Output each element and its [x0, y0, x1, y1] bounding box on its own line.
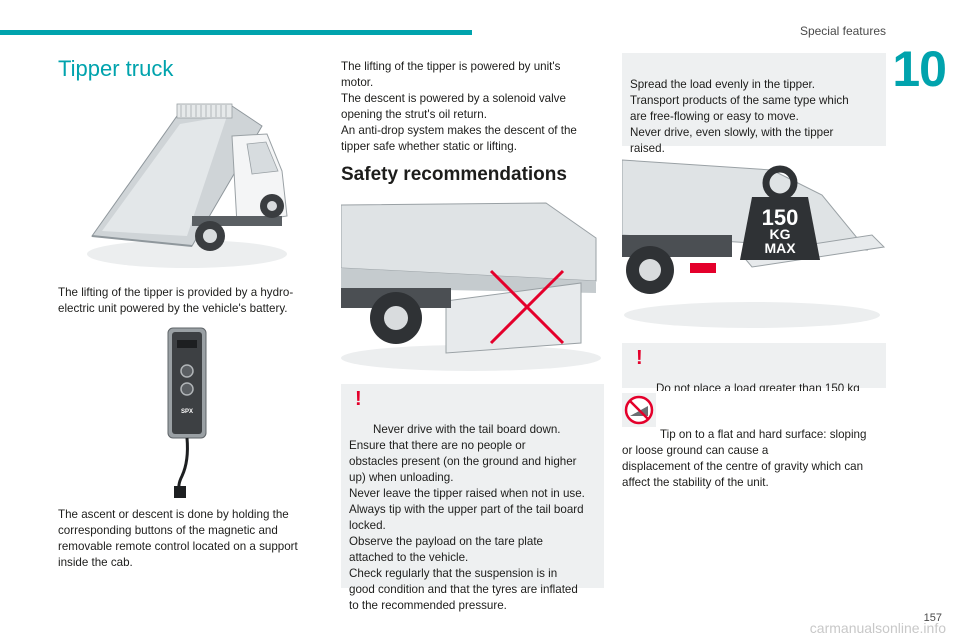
page-number: 157	[923, 612, 942, 624]
slope-warning-icon	[622, 393, 656, 427]
header-accent-bar	[0, 30, 472, 35]
weight-unit: KG	[770, 226, 791, 242]
tipper-truck-illustration	[82, 96, 292, 271]
load-advice-text: Spread the load evenly in the tipper. Tr…	[630, 78, 849, 155]
tail-board-down-illustration	[341, 193, 604, 373]
tipper-intro-text: The lifting of the tipper is provided by…	[58, 286, 294, 315]
watermark: carmanualsonline.info	[809, 620, 946, 636]
safety-warning-box: ! Never drive with the tail board down. …	[341, 384, 604, 612]
weight-max-label: MAX	[764, 240, 796, 256]
tail-board-load-illustration: 150 KG MAX	[622, 155, 886, 330]
safety-warning-text: Never drive with the tail board down. En…	[349, 423, 585, 612]
page-title: Tipper truck	[58, 56, 174, 81]
surface-info-box: Tip on to a flat and hard surface: slopi…	[622, 391, 886, 489]
remote-control-illustration: SPX	[167, 327, 207, 498]
safety-heading: Safety recommendations	[341, 164, 567, 185]
surface-info-text: Tip on to a flat and hard surface: slopi…	[622, 428, 867, 489]
remote-brand-label: SPX	[181, 409, 193, 415]
chapter-number: 10	[892, 41, 947, 97]
warning-icon: !	[636, 347, 643, 369]
tipper-mechanism-text: The lifting of the tipper is powered by …	[341, 60, 577, 153]
remote-control-text: The ascent or descent is done by holding…	[58, 508, 298, 569]
warning-icon: !	[355, 388, 362, 410]
tail-board-warning-box: ! Do not place a load greater than 150 k…	[622, 343, 886, 411]
load-advice-box: Spread the load evenly in the tipper. Tr…	[622, 53, 886, 155]
weight-value: 150	[762, 205, 799, 230]
section-label: Special features	[799, 24, 886, 38]
